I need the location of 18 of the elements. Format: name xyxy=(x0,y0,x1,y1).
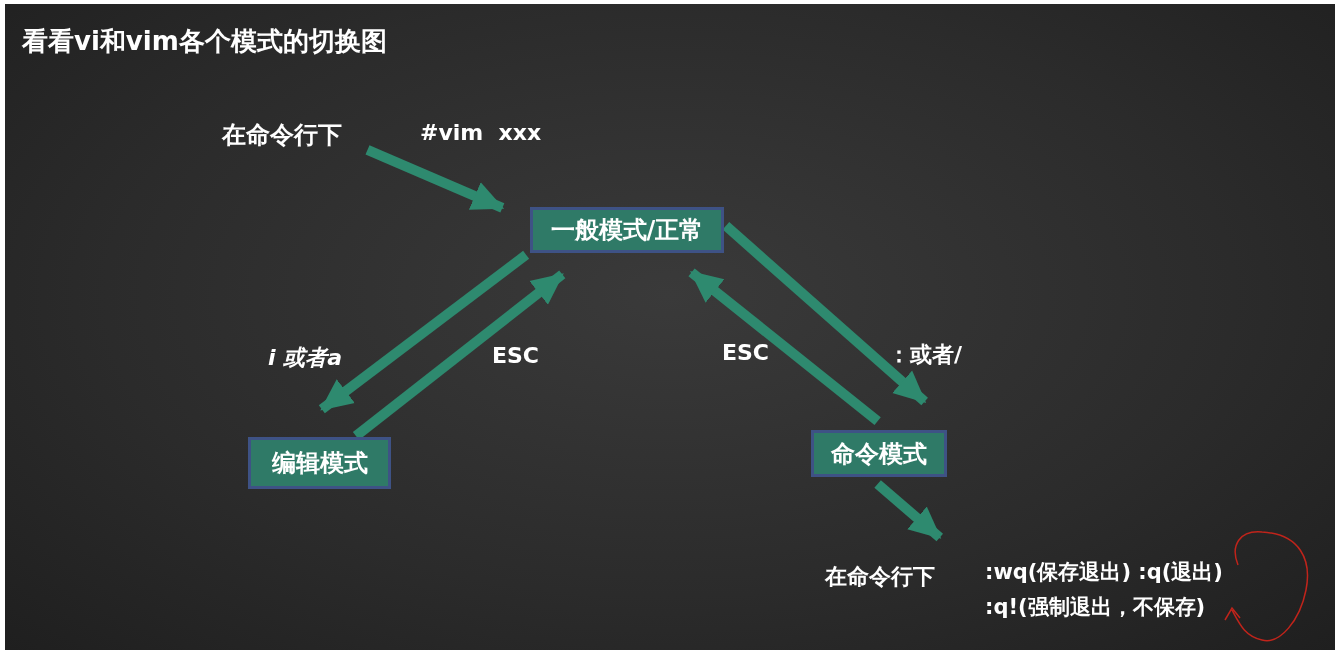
arrow xyxy=(874,480,944,542)
edge-label: ESC xyxy=(492,343,540,368)
mode-box: 命令模式 xyxy=(811,430,947,477)
note-text: 在命令行下 xyxy=(825,563,935,591)
edge-label: ：或者/ xyxy=(888,341,963,369)
mode-box: 一般模式/正常 xyxy=(530,207,724,253)
node-text: 在命令行下 xyxy=(222,120,343,151)
arrow xyxy=(688,268,881,425)
edge-label: ESC xyxy=(722,340,770,365)
command-text: :q!(强制退出，不保存) xyxy=(985,593,1207,621)
arrow xyxy=(365,145,505,213)
edge-label: i 或者a xyxy=(268,344,343,372)
edge-label: #vim xxx xyxy=(420,120,542,145)
mode-box: 编辑模式 xyxy=(248,437,391,489)
title: 看看vi和vim各个模式的切换图 xyxy=(22,25,387,58)
command-text: :wq(保存退出) :q(退出) xyxy=(985,559,1224,586)
arrow xyxy=(318,250,530,414)
arrow xyxy=(722,222,928,406)
